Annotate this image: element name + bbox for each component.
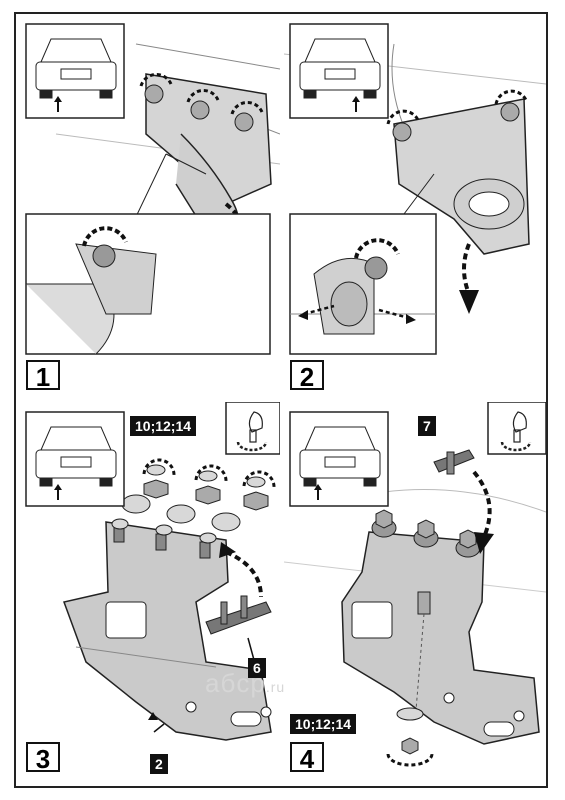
- car-rear-view-icon: [299, 38, 381, 99]
- step-4-panel: 7 10;12;14 4: [284, 402, 546, 786]
- step-number: 1: [26, 360, 60, 392]
- watermark-brand: aбcp: [205, 668, 266, 698]
- step-3-panel: 10;12;14 6 2 3: [16, 402, 280, 786]
- wrench-size-label: 10;12;14: [130, 416, 197, 436]
- hand-wrench-icon: [500, 411, 532, 452]
- part-label-6: 6: [248, 658, 266, 678]
- part-label-7: 7: [418, 416, 436, 436]
- car-rear-view-icon: [35, 426, 117, 487]
- watermark: aбcp.ru: [205, 668, 285, 699]
- instruction-sheet: [14, 12, 548, 788]
- step-2-panel: 2: [284, 14, 546, 398]
- wrench-size-label: 10;12;14: [290, 714, 357, 734]
- car-rear-view-icon: [299, 426, 381, 487]
- step-number: 2: [290, 360, 324, 392]
- hand-wrench-icon: [236, 411, 268, 452]
- arrow-down-icon: [459, 290, 479, 314]
- nut-icon: [144, 84, 254, 132]
- step-number: 4: [290, 742, 324, 774]
- car-rear-view-icon: [35, 38, 117, 99]
- part-label-2: 2: [150, 754, 168, 774]
- nut-tighten-arrow-icon: [142, 458, 276, 489]
- step-4-illustration: [284, 402, 546, 767]
- step-1-panel: 1: [16, 14, 280, 398]
- nut-tighten-arrow-icon: [386, 753, 434, 767]
- step-1-illustration: [25, 23, 280, 355]
- step-3-illustration: [25, 402, 280, 741]
- watermark-tld: .ru: [265, 679, 286, 695]
- step-2-illustration: [284, 23, 546, 355]
- nut-loosen-arrow-icon: [386, 89, 528, 125]
- step-number: 3: [26, 742, 60, 774]
